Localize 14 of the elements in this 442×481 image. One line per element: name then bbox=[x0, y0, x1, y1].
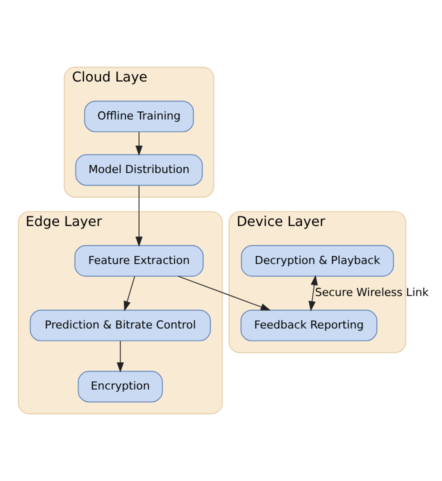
arrow bbox=[135, 132, 143, 156]
node-box: Feedback Reporting bbox=[240, 310, 378, 342]
arrow bbox=[178, 276, 271, 311]
node-box: Decryption & Playback bbox=[240, 245, 394, 277]
arrow bbox=[135, 185, 143, 247]
node-box: Feature Extraction bbox=[74, 245, 204, 277]
arrow bbox=[124, 276, 136, 312]
node-box: Offline Training bbox=[84, 100, 194, 132]
arrow bbox=[308, 275, 318, 312]
edge-label: Secure Wireless Link bbox=[314, 286, 429, 300]
node-box: Prediction & Bitrate Control bbox=[30, 310, 211, 342]
arrow bbox=[116, 340, 124, 373]
node-box: Encryption bbox=[78, 370, 163, 402]
node-box: Model Distribution bbox=[75, 154, 203, 186]
